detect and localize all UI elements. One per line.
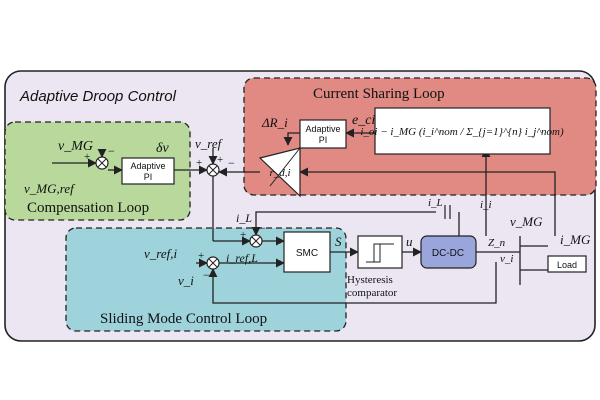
sign-minus-2: − bbox=[228, 156, 235, 170]
adaptive-pi-2-line2: PI bbox=[319, 135, 328, 145]
label-u: u bbox=[406, 234, 413, 249]
adaptive-pi-block-2 bbox=[299, 119, 347, 149]
panel-title: Adaptive Droop Control bbox=[19, 88, 177, 105]
hysteresis-label-line2: comparator bbox=[347, 287, 397, 299]
sign-plus-1: + bbox=[84, 151, 90, 163]
smc-label: SMC bbox=[296, 248, 318, 259]
label-i-ref-l: i_ref,L bbox=[226, 251, 258, 265]
label-i-i: i_i bbox=[480, 199, 492, 211]
label-e-ci: e_ci bbox=[352, 113, 375, 128]
current-sharing-formula: i_oi − i_MG (i_i^nom / Σ_{j=1}^{n} i_j^n… bbox=[360, 126, 564, 138]
label-v-mg-ref: v_MG,ref bbox=[24, 181, 76, 196]
sum-junction-1 bbox=[95, 156, 109, 170]
label-delta-r: ΔR_i bbox=[261, 115, 288, 130]
current-sharing-label: Current Sharing Loop bbox=[313, 86, 445, 102]
sum-junction-3 bbox=[249, 234, 263, 248]
dc-dc-label: DC-DC bbox=[432, 248, 464, 259]
inductor-symbol bbox=[444, 205, 451, 219]
sliding-mode-region bbox=[65, 227, 347, 332]
load-block bbox=[547, 255, 587, 273]
compensation-region bbox=[4, 121, 191, 221]
dc-dc-block bbox=[420, 235, 477, 269]
sliding-mode-label: Sliding Mode Control Loop bbox=[100, 311, 267, 327]
wire-pi2-rd bbox=[283, 132, 300, 146]
adaptive-pi-2-line1: Adaptive bbox=[305, 124, 340, 134]
label-i-mg: i_MG bbox=[560, 232, 591, 247]
sum-junction-2 bbox=[206, 163, 220, 177]
label-z-n: Z_n bbox=[488, 237, 506, 249]
wire-img-up bbox=[299, 167, 556, 236]
wire-il-feedback bbox=[251, 211, 436, 236]
droop-resistance-label: r_d,i bbox=[269, 167, 290, 179]
compensation-label: Compensation Loop bbox=[27, 200, 149, 216]
sum-junction-4 bbox=[206, 256, 220, 270]
adaptive-pi-block-1 bbox=[121, 157, 175, 185]
sign-plus-2: + bbox=[196, 157, 202, 169]
hysteresis-label-line1: Hysteresis bbox=[347, 274, 393, 286]
label-i-l: i_L bbox=[236, 211, 252, 225]
smc-block bbox=[283, 231, 331, 273]
sign-plus-3: + bbox=[217, 154, 223, 166]
sign-plus-5: + bbox=[198, 250, 204, 262]
label-v-ref-i: v_ref,i bbox=[144, 246, 177, 261]
hysteresis-symbol bbox=[366, 243, 394, 263]
label-v-mg: v_MG bbox=[58, 139, 93, 154]
droop-resistance-block bbox=[258, 147, 301, 198]
label-s: S bbox=[335, 234, 342, 249]
sign-minus-3: − bbox=[259, 221, 266, 235]
label-delta-v: δv bbox=[156, 141, 170, 156]
adaptive-pi-1-line1: Adaptive bbox=[130, 161, 165, 171]
label-v-i-feedback: v_i bbox=[178, 273, 194, 288]
adaptive-pi-1-line2: PI bbox=[144, 172, 153, 182]
wire-vi-feedback bbox=[208, 262, 497, 304]
sign-minus-1: − bbox=[108, 144, 115, 158]
label-i-l-output: i_L bbox=[428, 197, 443, 209]
label-v-ref: v_ref bbox=[195, 136, 224, 151]
sign-plus-4: + bbox=[240, 229, 246, 241]
load-label: Load bbox=[557, 260, 577, 270]
label-v-mg-bus: v_MG bbox=[510, 214, 543, 229]
label-v-i-output: v_i bbox=[500, 253, 513, 265]
current-sharing-formula-block bbox=[374, 107, 551, 155]
sign-minus-4: − bbox=[203, 268, 210, 282]
